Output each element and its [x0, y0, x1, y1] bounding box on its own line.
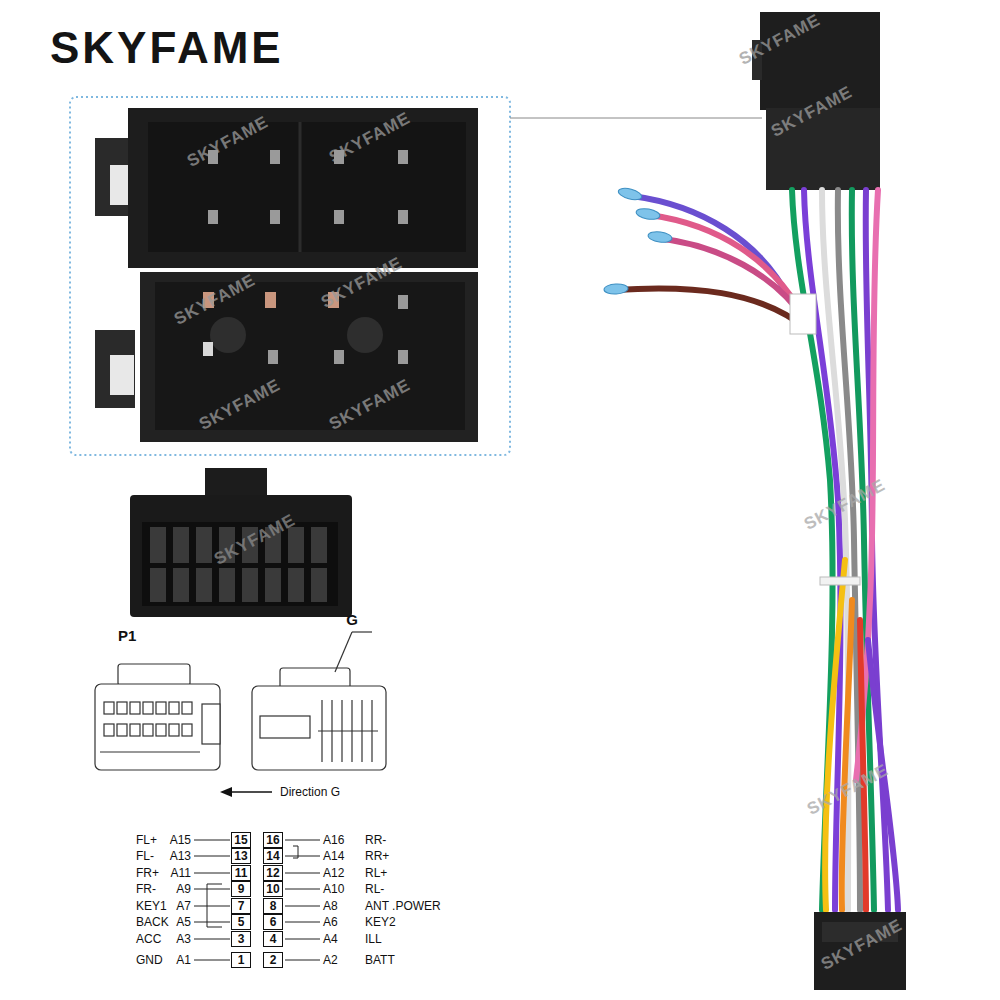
- iso-connector: [95, 108, 478, 442]
- pin-code: A3: [176, 932, 191, 946]
- wire-harness: [604, 12, 906, 990]
- signal-name: GND: [136, 953, 163, 967]
- pin-code: A4: [323, 932, 338, 946]
- pin-code: A12: [323, 866, 344, 880]
- pin-number: 8: [263, 898, 283, 914]
- pin-number: 7: [231, 898, 251, 914]
- pin-number: 1: [231, 952, 251, 968]
- pin-number: 11: [231, 865, 251, 881]
- signal-name: FR+: [136, 866, 159, 880]
- pin-number: 16: [263, 832, 283, 848]
- signal-name: ANT .POWER: [365, 899, 441, 913]
- connector-photo: [130, 468, 352, 617]
- leader-line: [510, 118, 762, 119]
- pin-number: 15: [231, 832, 251, 848]
- pin-leaders: [194, 840, 320, 960]
- pin-code: A8: [323, 899, 338, 913]
- inset-frame: [70, 97, 510, 455]
- direction-note: Direction G: [280, 785, 340, 799]
- pin-number: 14: [263, 848, 283, 864]
- signal-name: ACC: [136, 932, 161, 946]
- signal-name: FL+: [136, 833, 157, 847]
- pin-number: 9: [231, 881, 251, 897]
- pin-code: A2: [323, 953, 338, 967]
- pin-code: A5: [176, 915, 191, 929]
- signal-name: RR-: [365, 833, 386, 847]
- p1-drawing: [95, 664, 220, 770]
- signal-name: BACK: [136, 915, 169, 929]
- pin-number: 13: [231, 848, 251, 864]
- arrow-head: [220, 787, 232, 797]
- pin-number: 12: [263, 865, 283, 881]
- pin-number: 10: [263, 881, 283, 897]
- g-drawing: [252, 632, 386, 770]
- signal-name: RL+: [365, 866, 387, 880]
- signal-name: FR-: [136, 882, 156, 896]
- pin-code: A15: [170, 833, 191, 847]
- pin-code: A16: [323, 833, 344, 847]
- connector-name: P1: [118, 627, 136, 645]
- pin-code: A10: [323, 882, 344, 896]
- pin-number: 3: [231, 931, 251, 947]
- pin-code: A11: [171, 866, 191, 880]
- brand-title: SKYFAME: [50, 23, 284, 73]
- signal-name: KEY2: [365, 915, 396, 929]
- signal-name: KEY1: [136, 899, 167, 913]
- pin-code: A13: [170, 849, 191, 863]
- pin-number: 4: [263, 931, 283, 947]
- signal-name: RR+: [365, 849, 389, 863]
- pin-code: A7: [176, 899, 191, 913]
- signal-name: FL-: [136, 849, 154, 863]
- signal-name: BATT: [365, 953, 395, 967]
- pin-code: A1: [176, 953, 191, 967]
- pin-number: 2: [263, 952, 283, 968]
- pin-number: 5: [231, 914, 251, 930]
- pin-code: A9: [176, 882, 191, 896]
- pin-number: 6: [263, 914, 283, 930]
- connector-name: G: [346, 611, 358, 629]
- signal-name: ILL: [365, 932, 382, 946]
- pin-code: A14: [323, 849, 344, 863]
- pin-code: A6: [323, 915, 338, 929]
- signal-name: RL-: [365, 882, 384, 896]
- direction-arrow: [230, 791, 272, 793]
